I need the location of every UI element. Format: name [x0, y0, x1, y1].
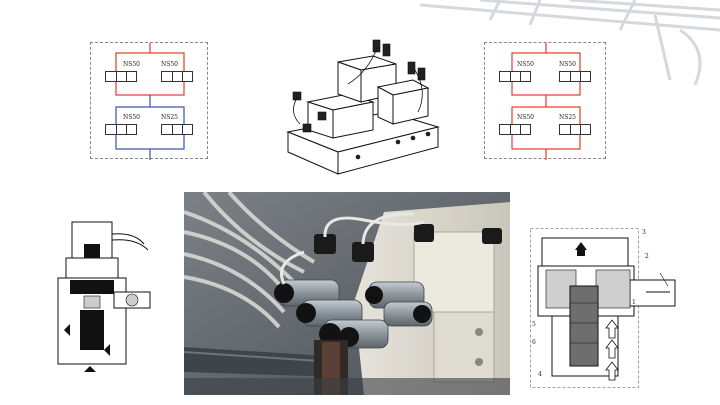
schematic-lines-right [511, 43, 581, 160]
valve-label: NS50 [123, 61, 140, 68]
valve-symbol [559, 124, 591, 135]
callout-label: 4 [538, 371, 542, 378]
manifold-photo [184, 192, 510, 395]
valve-label: NS50 [559, 61, 576, 68]
schematic-lines-left [115, 43, 185, 160]
callout-label: 1 [632, 299, 636, 306]
callout-label: 3 [642, 229, 646, 236]
valve-label: NS50 [517, 61, 534, 68]
manifold-isometric-drawing [286, 39, 440, 175]
valve-label: NS50 [161, 61, 178, 68]
valve-label: NS25 [161, 114, 178, 121]
valve-symbol [161, 71, 193, 82]
valve-symbol [161, 124, 193, 135]
valve-cross-section-left [57, 221, 151, 372]
valve-label: NS50 [517, 114, 534, 121]
hydraulic-schematic-left: NS50 NS50 NS50 NS25 [90, 42, 208, 160]
valve-symbol [105, 71, 137, 82]
hydraulic-schematic-right: NS50 NS50 NS50 NS25 [484, 42, 606, 160]
valve-symbol [499, 124, 531, 135]
callout-label: 6 [532, 339, 536, 346]
valve-symbol [499, 71, 531, 82]
decorative-watermark [420, 0, 720, 86]
callout-label: 5 [532, 321, 536, 328]
valve-label: NS25 [559, 114, 576, 121]
callout-label: 2 [645, 253, 649, 260]
valve-cross-section-right [530, 228, 676, 388]
valve-symbol [559, 71, 591, 82]
valve-label: NS50 [123, 114, 140, 121]
valve-symbol [105, 124, 137, 135]
